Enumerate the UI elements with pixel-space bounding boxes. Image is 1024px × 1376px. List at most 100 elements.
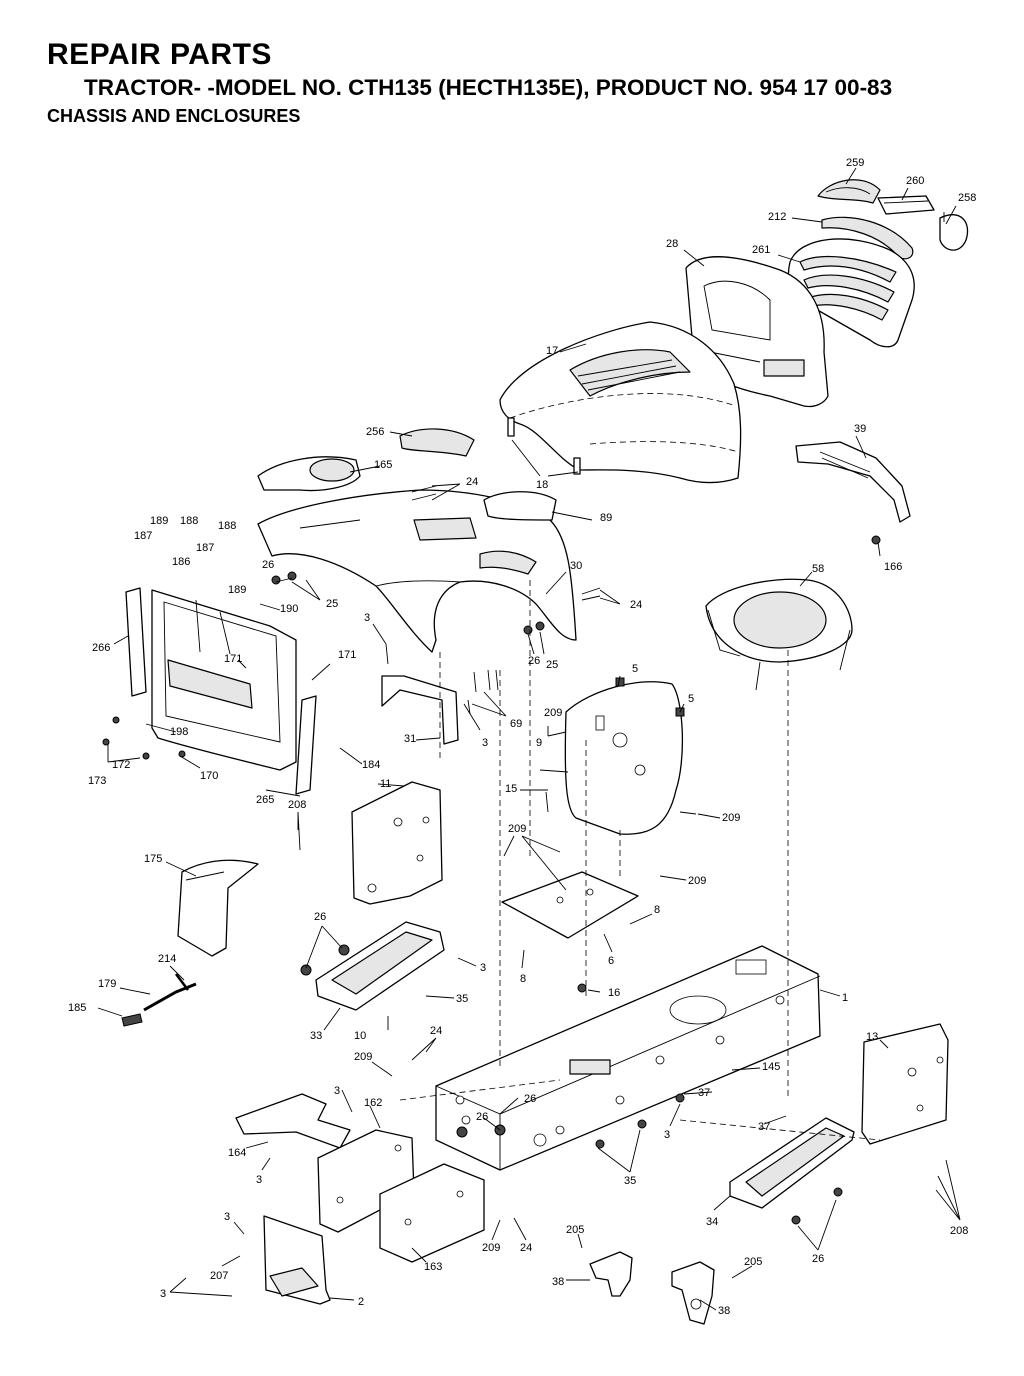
callout-3-h: 3 [160, 1288, 166, 1300]
part-179-pedal-lever [121, 973, 197, 1027]
callout-8-b: 8 [520, 973, 526, 985]
callout-34: 34 [706, 1216, 718, 1228]
callout-166: 166 [884, 561, 902, 573]
callout-58: 58 [812, 563, 824, 575]
callout-209-d: 209 [688, 875, 706, 887]
callout-5-a: 5 [632, 663, 638, 675]
model-line: TRACTOR- -MODEL NO. CTH135 (HECTH135E), … [84, 75, 893, 100]
callout-172: 172 [112, 759, 130, 771]
callout-184: 184 [362, 759, 380, 771]
callout-26-d: 26 [524, 1093, 536, 1105]
callout-labels: 259 260 258 212 28 261 17 256 18 39 165 … [68, 157, 976, 1317]
callout-179: 179 [98, 978, 116, 990]
callout-38-b: 38 [718, 1305, 730, 1317]
callout-212: 212 [768, 211, 786, 223]
callout-209-c: 209 [508, 823, 526, 835]
part-30-fender [257, 489, 577, 653]
part-258-emblem [939, 212, 969, 251]
part-163-plate [379, 1163, 485, 1263]
part-11-side-panel [351, 781, 443, 905]
callout-209-a: 209 [544, 707, 562, 719]
callout-162: 162 [364, 1097, 382, 1109]
part-165-tray [257, 456, 361, 492]
callout-208-b: 208 [950, 1225, 968, 1237]
callout-188-a: 188 [180, 515, 198, 527]
callout-89: 89 [600, 512, 612, 524]
part-170-dash-panel [151, 589, 297, 771]
callout-165: 165 [374, 459, 392, 471]
callout-145: 145 [762, 1061, 780, 1073]
callout-3-f: 3 [256, 1174, 262, 1186]
callout-170: 170 [200, 770, 218, 782]
callout-173: 173 [88, 775, 106, 787]
callout-3-a: 3 [364, 612, 370, 624]
part-175-shield [177, 859, 259, 957]
callout-30: 30 [570, 560, 582, 572]
callout-24-b: 24 [630, 599, 642, 611]
callout-16: 16 [608, 987, 620, 999]
callout-5-b: 5 [688, 693, 694, 705]
part-212-light-bar [821, 216, 914, 260]
callout-187-a: 187 [134, 530, 152, 542]
callout-35-a: 35 [456, 993, 468, 1005]
callout-188-b: 188 [218, 520, 236, 532]
callout-3-e: 3 [664, 1129, 670, 1141]
callout-26-c: 26 [314, 911, 326, 923]
callout-190: 190 [280, 603, 298, 615]
part-33-footrest [315, 921, 445, 1011]
page-header: REPAIR PARTS TRACTOR- -MODEL NO. CTH135 … [0, 0, 1024, 140]
callout-24-d: 24 [520, 1242, 532, 1254]
callout-37-a: 37 [698, 1087, 710, 1099]
callout-24-a: 24 [466, 476, 478, 488]
part-265-strip [295, 695, 317, 795]
callout-10: 10 [354, 1030, 366, 1042]
callout-265: 265 [256, 794, 274, 806]
section-title: CHASSIS AND ENCLOSURES [47, 106, 301, 126]
part-38-right-bracket [671, 1261, 715, 1325]
callout-171-a: 171 [338, 649, 356, 661]
part-256-cover [399, 428, 475, 457]
callout-209-f: 209 [482, 1242, 500, 1254]
part-89-pad [483, 491, 557, 521]
page-title: REPAIR PARTS [47, 38, 272, 71]
callout-9: 9 [536, 737, 542, 749]
callout-214: 214 [158, 953, 176, 965]
part-39-bracket [795, 441, 911, 523]
callout-35-b: 35 [624, 1175, 636, 1187]
callout-3-d: 3 [334, 1085, 340, 1097]
callout-2: 2 [358, 1296, 364, 1308]
callout-25-b: 25 [546, 659, 558, 671]
callout-185: 185 [68, 1002, 86, 1014]
callout-256: 256 [366, 426, 384, 438]
callout-258: 258 [958, 192, 976, 204]
callout-3-b: 3 [482, 737, 488, 749]
callout-37-b: 37 [758, 1121, 770, 1133]
part-259-headlight-lens [817, 179, 881, 204]
callout-259: 259 [846, 157, 864, 169]
callout-163: 163 [424, 1261, 442, 1273]
part-1-frame [435, 945, 821, 1171]
callout-3-c: 3 [480, 962, 486, 974]
callout-198: 198 [170, 726, 188, 738]
callout-18: 18 [536, 479, 548, 491]
part-31-bracket [381, 675, 459, 745]
callout-26-e: 26 [476, 1111, 488, 1123]
callout-207: 207 [210, 1270, 228, 1282]
hardware-fasteners [102, 485, 881, 1225]
part-13-rear-panel [861, 1023, 949, 1145]
callout-205-a: 205 [566, 1224, 584, 1236]
assembly-lines [399, 580, 881, 1141]
callout-26-b: 26 [528, 655, 540, 667]
part-266-strip [125, 587, 147, 697]
part-58-seat-pan [705, 578, 853, 691]
callout-261: 261 [752, 244, 770, 256]
callout-164: 164 [228, 1147, 246, 1159]
callout-13: 13 [866, 1031, 878, 1043]
callout-15: 15 [505, 783, 517, 795]
callout-208-a: 208 [288, 799, 306, 811]
callout-24-c: 24 [430, 1025, 442, 1037]
callout-11: 11 [380, 778, 391, 790]
part-34-footrest [729, 1117, 855, 1209]
callout-187-b: 187 [196, 542, 214, 554]
